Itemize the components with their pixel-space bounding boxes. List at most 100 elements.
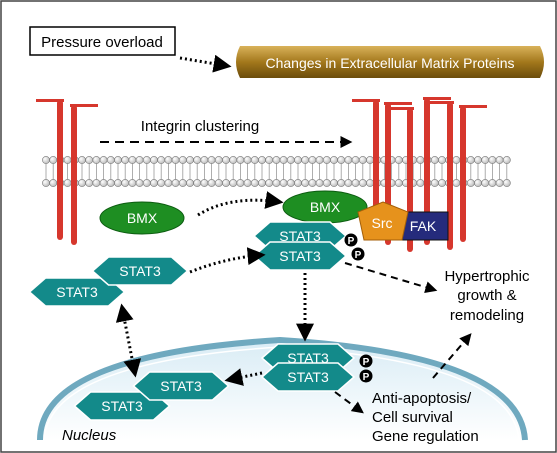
lipid-head-bottom: [337, 179, 346, 187]
lipid-head-bottom: [128, 179, 137, 187]
stat3-nucphos-back-label: STAT3: [287, 350, 329, 366]
src-pentagon: [357, 201, 409, 241]
lipid-head-bottom: [258, 179, 266, 187]
integrin-stalk: [71, 105, 77, 245]
stat3-nucphos-front-label: STAT3: [287, 369, 329, 385]
stat3-nuc-a-shape: [73, 391, 171, 421]
stat3-cyto-b-shape: [91, 256, 189, 286]
lipid-head-top: [99, 156, 108, 164]
lipid-head-top: [85, 156, 94, 164]
lipid-head-bottom: [294, 179, 302, 187]
lipid-head-top: [322, 156, 331, 164]
integrin-head: [384, 102, 412, 105]
arrow-stat3-to-phospho: [189, 247, 266, 274]
lipid-head-top: [186, 156, 194, 164]
stat3-nuc-b-label: STAT3: [160, 378, 202, 394]
lipid-head-bottom: [301, 179, 310, 187]
integrin-head: [386, 107, 414, 110]
lipid-head-bottom: [366, 179, 374, 187]
lipid-head-bottom: [265, 179, 274, 187]
lipid-head-top: [178, 156, 187, 164]
lipid-head-bottom: [164, 179, 173, 187]
lipid-head-bottom: [438, 179, 446, 187]
arrow-to-anti-apoptosis: [334, 391, 364, 414]
arrow-to-hypertrophy: [344, 262, 438, 293]
lipid-head-bottom: [315, 179, 324, 187]
lipid-head-top: [193, 156, 202, 164]
anti-apoptosis-line-3: Gene regulation: [372, 428, 479, 445]
lipid-head-bottom: [416, 179, 425, 187]
hypertrophic-line-1: Hypertrophic: [444, 268, 530, 285]
arrow-cytoplasm-nucleus-shuttle: [115, 303, 142, 378]
lipid-head-top: [502, 156, 511, 164]
phospho-badge-bottom: [351, 247, 365, 261]
lipid-head-bottom: [178, 179, 187, 187]
arrow-nuc-phospho-to-stat3: [224, 368, 263, 386]
lipid-head-bottom: [488, 179, 497, 187]
lipid-head-bottom: [106, 179, 115, 187]
phospho-badge-nuc-bottom-label: P: [363, 372, 370, 383]
lipid-head-bottom: [394, 179, 403, 187]
lipid-head-bottom: [142, 179, 151, 187]
lipid-head-bottom: [78, 179, 86, 187]
integrin-head: [70, 104, 98, 107]
anti-apoptosis-line-1: Anti-apoptosis/: [372, 390, 472, 407]
lipid-head-bottom: [157, 179, 166, 187]
lipid-head-top: [430, 156, 439, 164]
lipid-head-top: [337, 156, 346, 164]
lipid-head-bottom: [358, 179, 367, 187]
lipid-head-bottom: [222, 179, 230, 187]
hypertrophic-line-3: remodeling: [450, 307, 524, 324]
integrin-head: [423, 97, 451, 100]
stat3-cyto-a-label: STAT3: [56, 284, 98, 300]
lipid-head-top: [157, 156, 166, 164]
lipid-head-bottom: [243, 179, 252, 187]
lipid-head-top: [315, 156, 324, 164]
arrow-pressure-to-ecm: [179, 54, 232, 73]
lipid-head-bottom: [171, 179, 180, 187]
arrow-bmx-to-bmx: [197, 191, 284, 217]
phospho-badge-nuc-top-label: P: [363, 357, 370, 368]
lipid-head-bottom: [502, 179, 511, 187]
integrin-head: [426, 101, 454, 104]
lipid-head-top: [49, 156, 58, 164]
lipid-head-bottom: [114, 179, 122, 187]
lipid-head-top: [121, 156, 130, 164]
stat3-phos-bottom-label: STAT3: [279, 248, 321, 264]
lipid-head-top: [301, 156, 310, 164]
src-label: Src: [372, 215, 393, 231]
integrin-stalk: [460, 106, 466, 242]
lipid-head-top: [92, 156, 101, 164]
stat3-nuc-b-shape: [132, 371, 230, 401]
lipid-head-bottom: [200, 179, 209, 187]
lipid-head-top: [438, 156, 446, 164]
stat3-nuc-a-label: STAT3: [101, 398, 143, 414]
stat3-phos-bottom-shape: [252, 241, 348, 271]
bmx-right-label: BMX: [310, 199, 341, 215]
lipid-head-top: [63, 156, 72, 164]
lipid-head-top: [207, 156, 216, 164]
lipid-head-bottom: [481, 179, 490, 187]
lipid-head-bottom: [214, 179, 223, 187]
ecm-label: Changes in Extracellular Matrix Proteins: [266, 55, 515, 71]
lipid-head-top: [308, 156, 317, 164]
lipid-head-top: [474, 156, 482, 164]
lipid-head-bottom: [452, 179, 461, 187]
lipid-head-top: [394, 156, 403, 164]
lipid-head-bottom: [430, 179, 439, 187]
lipid-head-bottom: [236, 179, 245, 187]
lipid-head-top: [150, 156, 158, 164]
lipid-head-top: [200, 156, 209, 164]
lipid-head-bottom: [250, 179, 259, 187]
lipid-head-bottom: [466, 179, 475, 187]
integrin-head: [352, 99, 380, 102]
nucleus-label: Nucleus: [62, 427, 117, 444]
bmx-left-label: BMX: [127, 210, 158, 226]
lipid-head-bottom: [99, 179, 108, 187]
phospho-badge-top: [344, 233, 358, 247]
stat3-nucphos-front-shape: [260, 362, 356, 392]
stat3-molecules: STAT3STAT3STAT3STAT3PPSTAT3STAT3PPSTAT3S…: [28, 221, 373, 421]
lipid-head-top: [42, 156, 50, 164]
